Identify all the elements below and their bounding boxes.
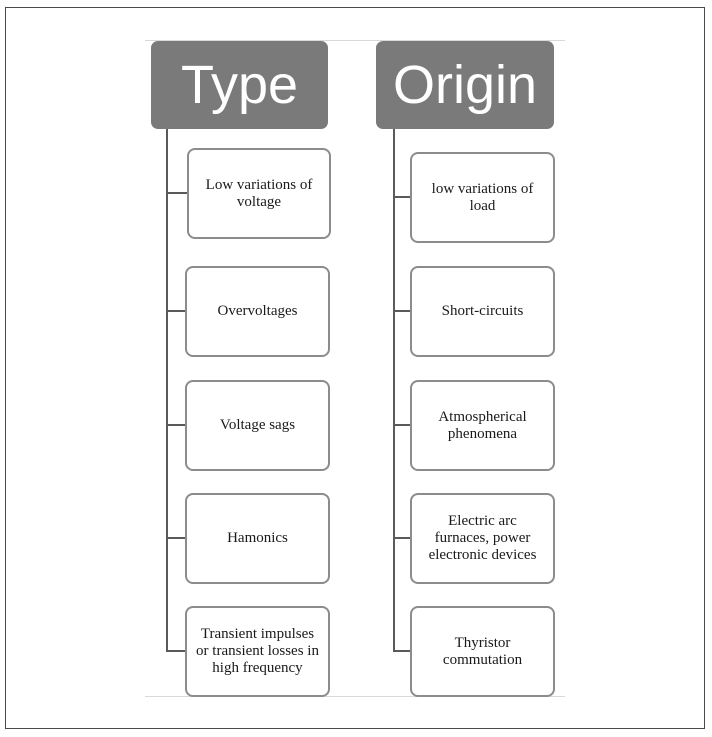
type-connector-branch <box>166 424 186 426</box>
origin-connector-branch <box>393 196 411 198</box>
origin-connector-branch <box>393 537 411 539</box>
type-connector-branch <box>166 192 188 194</box>
origin-item-short-circuits: Short-circuits <box>410 266 555 357</box>
origin-header: Origin <box>376 41 554 129</box>
figure-frame <box>5 7 705 729</box>
type-item-voltage-sags: Voltage sags <box>185 380 330 471</box>
origin-item-thyristor-commutation: Thyristor commutation <box>410 606 555 697</box>
type-header: Type <box>151 41 328 129</box>
type-connector-spine <box>166 129 168 651</box>
bottom-rule <box>145 696 565 697</box>
origin-connector-spine <box>393 129 395 651</box>
type-item-hamonics: Hamonics <box>185 493 330 584</box>
origin-connector-branch <box>393 650 411 652</box>
top-rule <box>145 40 565 41</box>
origin-item-atmospherical-phenomena: Atmospherical phenomena <box>410 380 555 471</box>
type-item-low-variations-of-voltage: Low variations of voltage <box>187 148 331 239</box>
type-item-transient-impulses: Transient impulses or transient losses i… <box>185 606 330 697</box>
origin-item-low-variations-of-load: low variations of load <box>410 152 555 243</box>
type-connector-branch <box>166 650 186 652</box>
origin-connector-branch <box>393 310 411 312</box>
origin-connector-branch <box>393 424 411 426</box>
type-connector-branch <box>166 310 186 312</box>
origin-item-electric-arc-furnaces: Electric arc furnaces, power electronic … <box>410 493 555 584</box>
type-connector-branch <box>166 537 186 539</box>
type-item-overvoltages: Overvoltages <box>185 266 330 357</box>
